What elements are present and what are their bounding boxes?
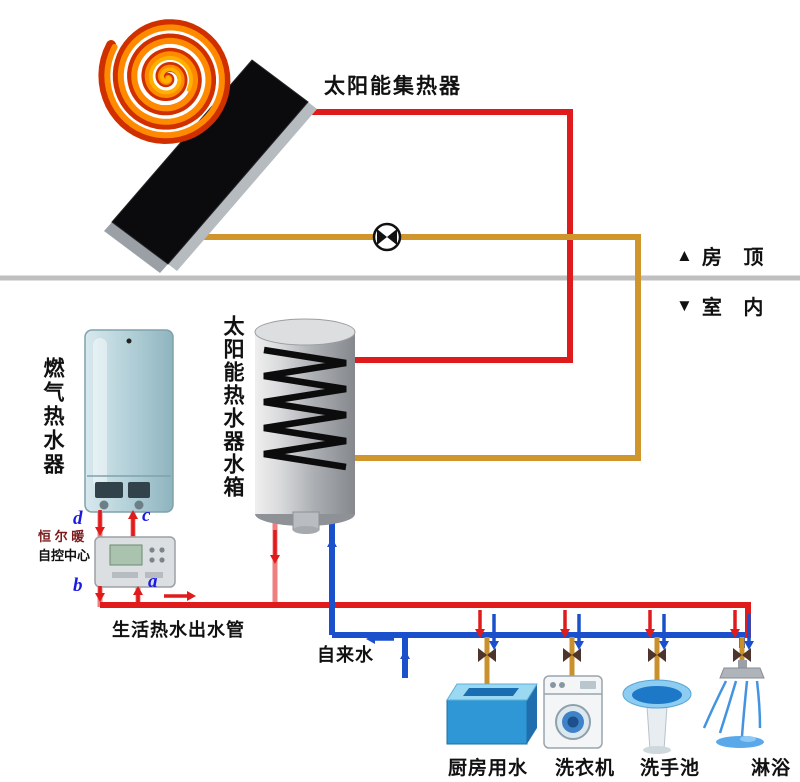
shower-puddle xyxy=(716,736,764,748)
heater-vent-dot xyxy=(126,338,132,344)
indoor-indicator: ▼ 室 内 xyxy=(676,291,771,320)
valve-icon xyxy=(733,648,742,662)
roof-indicator: ▲ 房 顶 xyxy=(676,241,771,270)
shower-head xyxy=(719,667,765,679)
controller-label: 恒 尔 暖 自控中心 xyxy=(38,526,90,564)
solar-collector-panel xyxy=(104,59,317,273)
kitchen-sink xyxy=(446,683,538,745)
gas-water-heater xyxy=(84,329,174,513)
panel-left-edge xyxy=(104,222,168,273)
wash-basin xyxy=(622,679,692,754)
port-d-label: d xyxy=(73,508,83,529)
controller-screen xyxy=(109,544,143,566)
valve-icon xyxy=(657,648,666,662)
controller-button xyxy=(159,547,165,553)
hot-water-outlet-label: 生活热水出水管 xyxy=(112,620,245,640)
tap-water-label: 自来水 xyxy=(317,645,374,665)
sun-spiral-icon xyxy=(98,19,231,145)
controller-subtitle-label: 自控中心 xyxy=(38,548,91,563)
shower xyxy=(702,660,765,748)
panel-face xyxy=(111,59,309,265)
port-c-label: c xyxy=(142,505,151,526)
tank-coil xyxy=(263,346,347,471)
valve-icon xyxy=(572,648,581,662)
valve-icon xyxy=(478,648,487,662)
collector-return-pipe xyxy=(191,234,641,461)
shower-label: 淋浴 xyxy=(751,758,792,779)
shower-spray xyxy=(702,680,762,737)
controller-name-label: 恒 尔 暖 xyxy=(38,529,85,544)
panel-bottom-edge xyxy=(168,102,317,271)
kitchen-label: 厨房用水 xyxy=(448,758,529,779)
heater-knob-left xyxy=(99,500,109,510)
heater-knob-right xyxy=(134,500,144,510)
heater-display-left xyxy=(95,482,123,498)
cold-water-main-pipe xyxy=(332,632,745,648)
mixing-valves xyxy=(478,648,751,662)
controller-button xyxy=(149,547,155,553)
valve-icon xyxy=(742,648,751,662)
collector-loop-pipes xyxy=(191,109,641,461)
controller-button xyxy=(149,557,155,563)
washer-label: 洗衣机 xyxy=(555,758,616,779)
washing-machine xyxy=(543,675,603,749)
up-triangle-icon: ▲ xyxy=(676,246,693,265)
distribution-pipes xyxy=(97,506,751,692)
roof-label: 房 顶 xyxy=(701,247,772,269)
indoor-label: 室 内 xyxy=(701,297,772,319)
valve-icon xyxy=(563,648,572,662)
port-a-label: a xyxy=(148,571,158,592)
collector-label: 太阳能集热器 xyxy=(324,75,462,98)
heater-display-right xyxy=(128,482,150,498)
down-triangle-icon: ▼ xyxy=(676,296,693,315)
basin-label: 洗手池 xyxy=(640,758,701,779)
pump-icon xyxy=(372,222,402,252)
gas-heater-label: 燃气热水器 xyxy=(41,357,64,477)
valve-icon xyxy=(648,648,657,662)
controller-box xyxy=(94,536,176,588)
controller-button xyxy=(159,557,165,563)
valve-icon xyxy=(487,648,496,662)
port-b-label: b xyxy=(73,575,83,596)
tank-label: 太阳能热水器水箱 xyxy=(221,315,244,499)
solar-storage-tank xyxy=(254,318,356,534)
flow-arrows xyxy=(95,510,754,676)
